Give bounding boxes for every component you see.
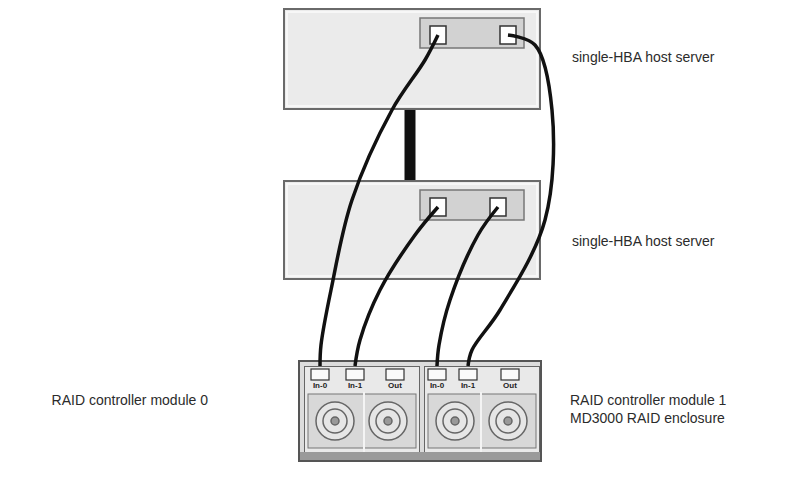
fan-panel <box>308 394 416 448</box>
port-label: Out <box>503 381 517 390</box>
fans <box>316 402 527 440</box>
cluster-link-bar <box>405 110 416 180</box>
sas-port <box>501 369 519 380</box>
node-label: MD3000 RAID enclosure <box>570 410 725 426</box>
server-bevel <box>287 184 537 276</box>
sas-cable <box>437 207 498 366</box>
sas-port <box>428 369 446 380</box>
sas-port <box>346 369 364 380</box>
node-label: single-HBA host server <box>572 233 714 249</box>
hba-card <box>420 190 524 220</box>
node-label: RAID controller module 1 <box>570 392 726 408</box>
latch-line <box>363 392 365 458</box>
enclosure-base <box>300 452 540 460</box>
port-label: In-0 <box>430 381 444 390</box>
sas-cable <box>468 35 554 366</box>
port-label: In-1 <box>461 381 475 390</box>
sas-cable <box>320 35 438 366</box>
node-label: single-HBA host server <box>572 49 714 65</box>
port-label: In-0 <box>313 381 327 390</box>
port-label: Out <box>388 381 402 390</box>
node-label: RAID controller module 0 <box>52 392 208 408</box>
sas-port <box>459 369 477 380</box>
server-bevel <box>287 12 537 106</box>
port-label: In-1 <box>348 381 362 390</box>
sas-cable <box>355 207 438 366</box>
latch-line <box>480 392 482 458</box>
sas-port <box>311 369 329 380</box>
sas-port <box>386 369 404 380</box>
